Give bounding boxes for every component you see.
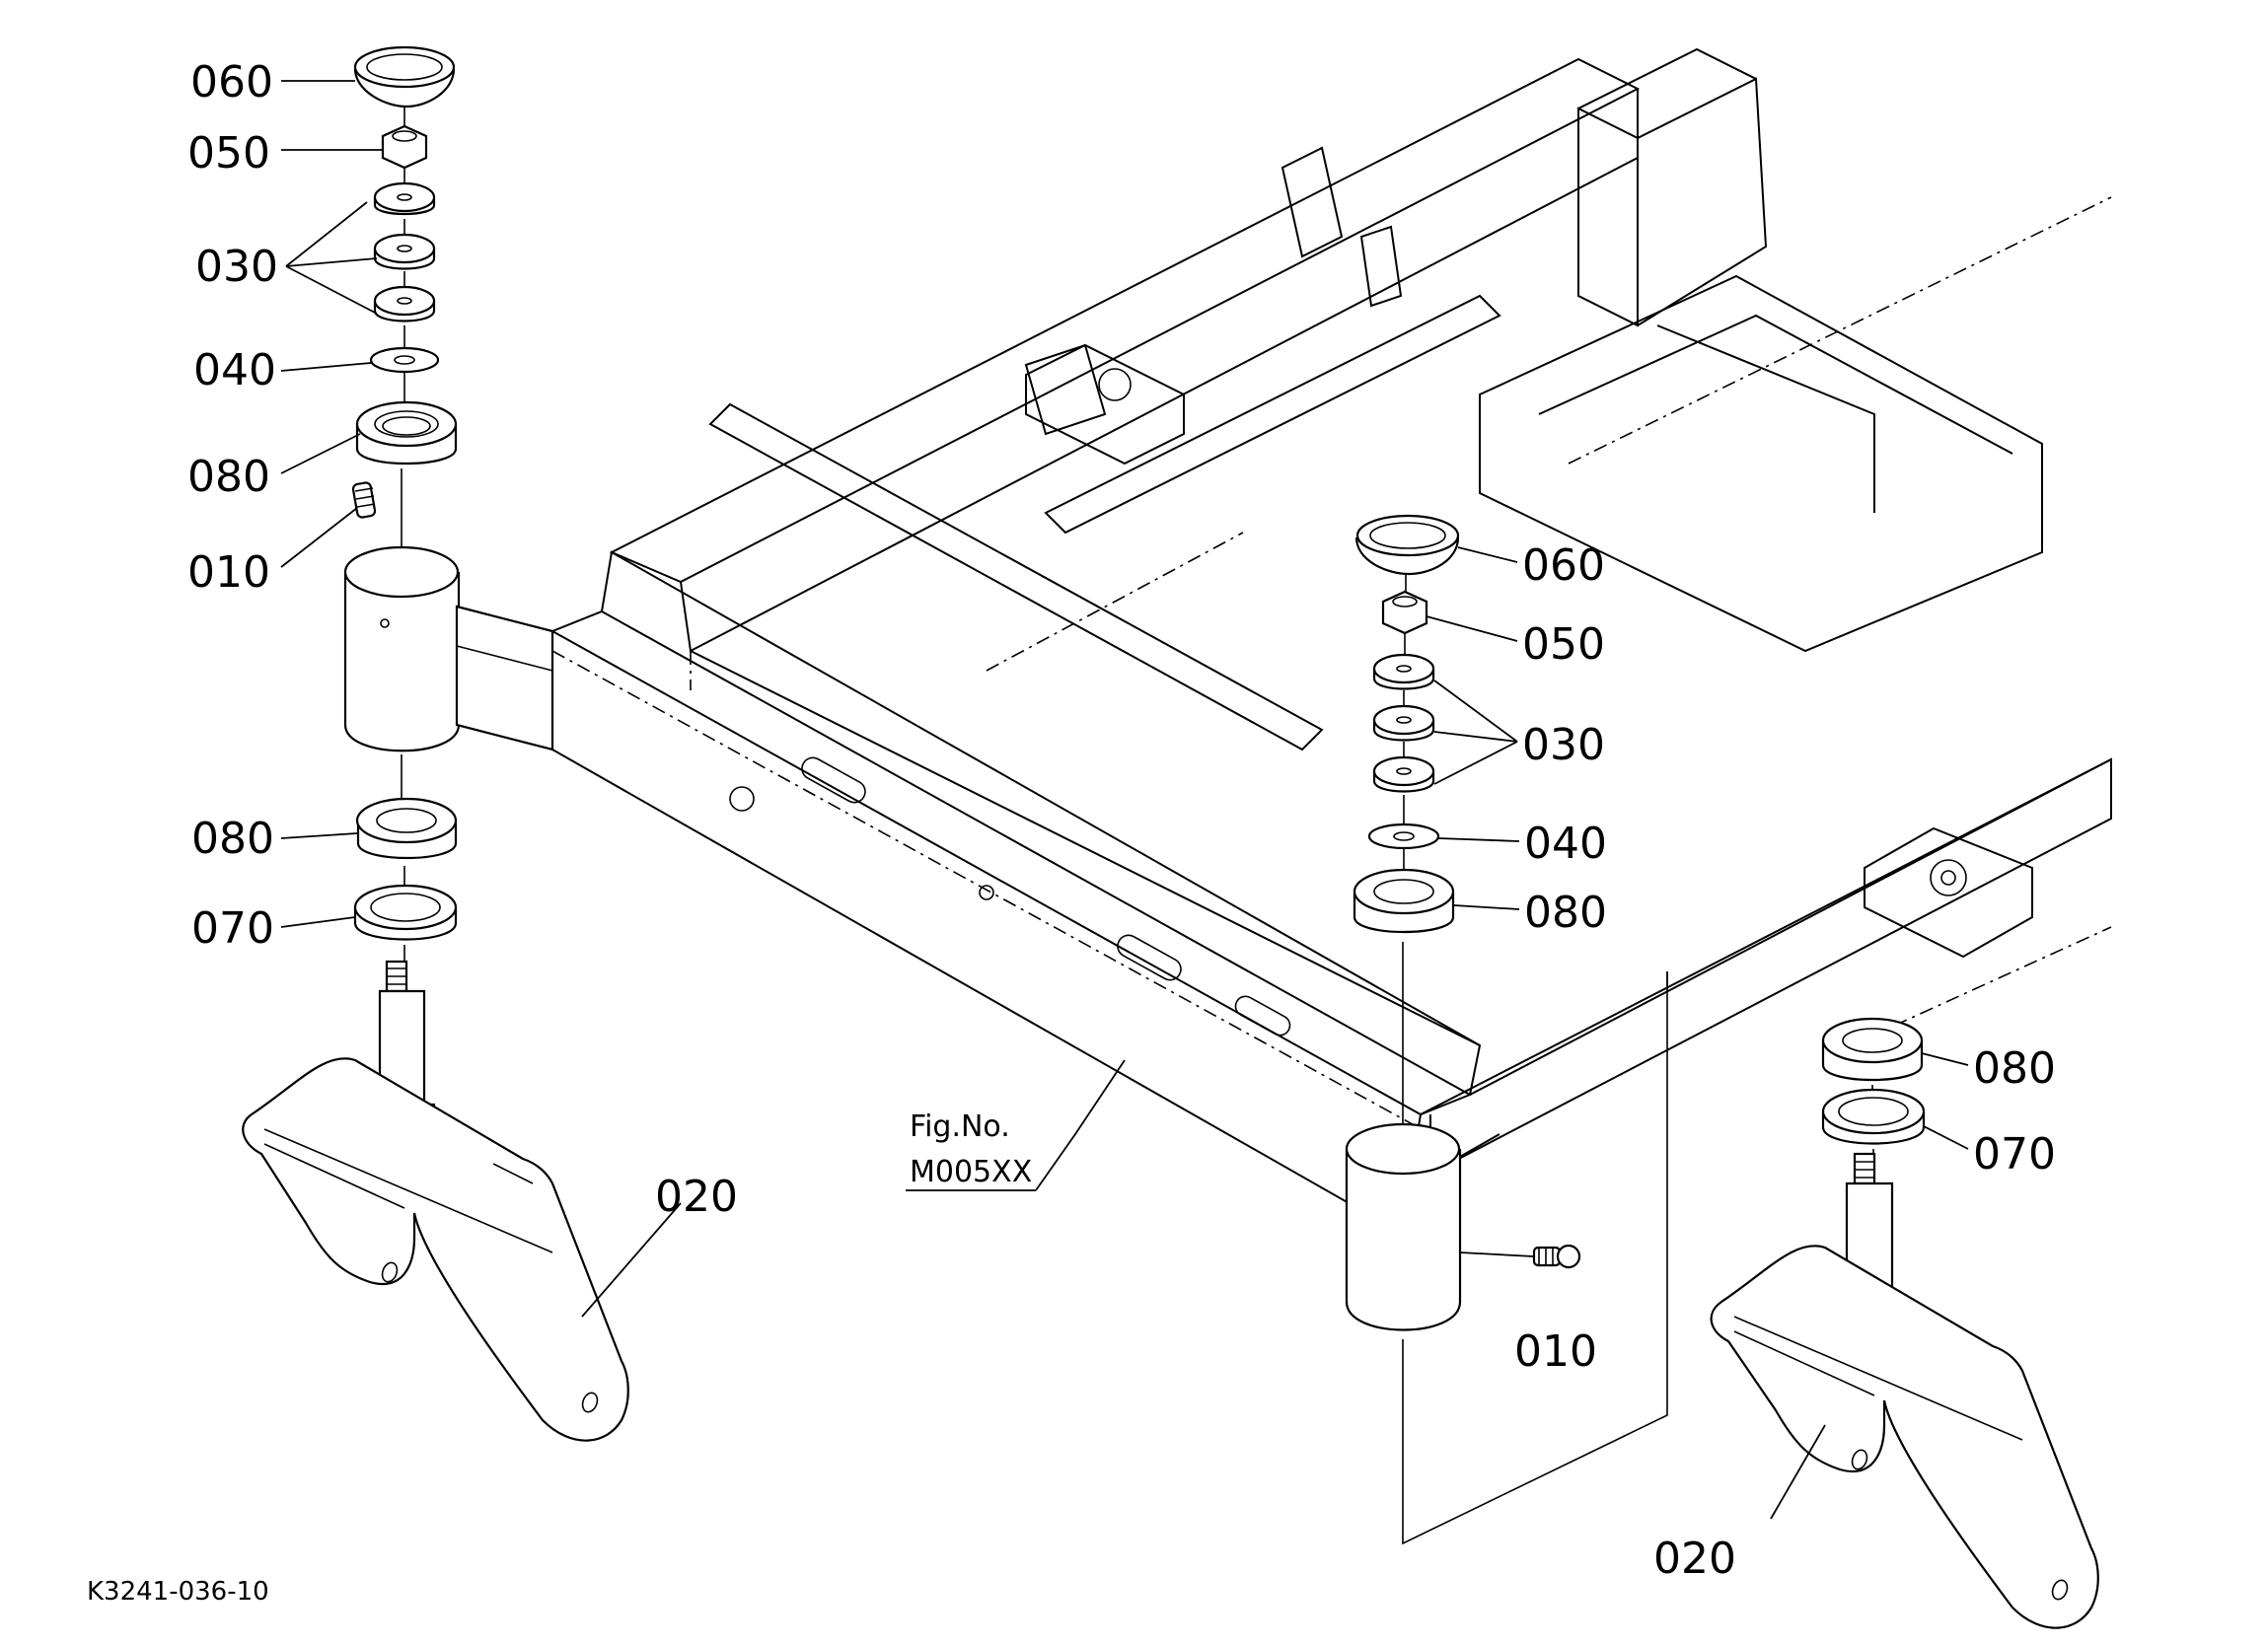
right-bearing-080 [1821, 1017, 1924, 1082]
label-center-030: 030 [1522, 720, 1605, 770]
center-caster-housing [1345, 1122, 1462, 1331]
leader-lines [280, 80, 1969, 1520]
label-center-060: 060 [1522, 540, 1605, 591]
left-bearing-080-bottom [355, 797, 458, 860]
left-dust-cap-060 [353, 45, 456, 108]
center-dust-cap-060 [1354, 514, 1460, 576]
left-caster-yoke-020 [242, 960, 629, 1442]
right-caster-yoke-020 [1710, 1152, 2099, 1629]
center-grease-fitting-010 [1532, 1244, 1581, 1269]
left-flat-washer-040 [369, 346, 440, 374]
left-spring-washers-030 [373, 181, 436, 322]
label-right-070: 070 [1973, 1129, 2056, 1180]
center-flat-washer-040 [1367, 823, 1440, 850]
figure-reference: Fig.No. M005XX [910, 1109, 1032, 1189]
center-nut-050 [1381, 590, 1428, 635]
left-bearing-080-top [355, 400, 458, 465]
drawing-code: K3241-036-10 [87, 1577, 269, 1607]
left-grease-fitting-010 [351, 481, 377, 519]
label-right-080: 080 [1973, 1043, 2056, 1094]
left-caster-housing [343, 545, 554, 752]
label-left-080-top: 080 [187, 452, 270, 502]
left-nut-050 [381, 124, 428, 170]
center-caster-assembly [1345, 514, 1668, 1545]
label-left-070: 070 [191, 903, 274, 954]
chassis-frame [549, 47, 2112, 1235]
right-seal-070 [1821, 1088, 1926, 1145]
label-right-020: 020 [1653, 1534, 1736, 1584]
label-center-050: 050 [1522, 619, 1605, 670]
label-left-020: 020 [655, 1172, 738, 1222]
right-caster-assembly [1710, 1017, 2099, 1629]
center-bearing-080 [1353, 868, 1455, 934]
left-seal-070 [353, 884, 458, 941]
figure-reference-label: Fig.No. [910, 1109, 1010, 1144]
label-left-060: 060 [190, 57, 273, 107]
center-spring-washers-030 [1372, 653, 1435, 793]
label-center-010: 010 [1514, 1326, 1597, 1377]
figure-reference-number: M005XX [910, 1155, 1032, 1189]
left-caster-assembly [242, 45, 629, 1442]
label-left-040: 040 [193, 345, 276, 395]
label-left-050: 050 [187, 128, 270, 179]
label-center-040: 040 [1524, 819, 1607, 869]
part-labels: 060 050 030 040 080 010 080 070 020 060 … [187, 57, 2056, 1584]
label-left-030: 030 [195, 242, 278, 292]
label-left-080-bottom: 080 [191, 814, 274, 864]
label-center-080: 080 [1524, 888, 1607, 938]
label-left-010: 010 [187, 547, 270, 598]
